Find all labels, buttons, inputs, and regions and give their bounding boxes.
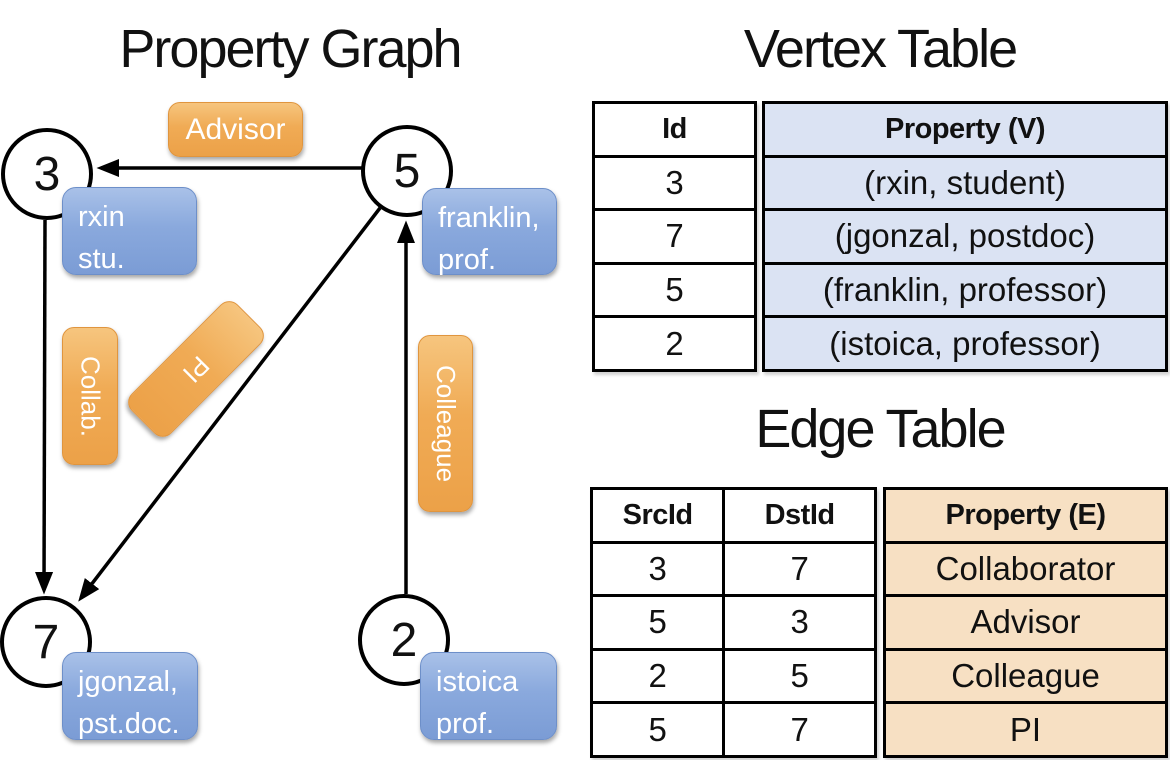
- edge-table-id-columns: SrcId DstId 3 7 5 3 2 5 5 7: [590, 487, 877, 758]
- vertex-prop-line: rxin: [78, 201, 125, 233]
- edge-label-colleague: Colleague: [418, 335, 473, 512]
- edge-table-property-column: Property (E) Collaborator Advisor Collea…: [883, 487, 1168, 758]
- table-row: Collaborator: [886, 540, 1165, 595]
- edge-label-advisor: Advisor: [168, 102, 303, 157]
- graph-node-5: 5: [361, 125, 453, 217]
- srcid-cell: 2: [648, 657, 667, 695]
- dstid-cell: 3: [722, 597, 874, 648]
- vertex-prop-box-franklin: franklin, prof.: [422, 188, 557, 276]
- vertex-prop-box-rxin: rxin stu.: [62, 187, 197, 275]
- srcid-cell: 3: [648, 549, 667, 587]
- vertex-prop-box-jgonzal: jgonzal, pst.doc.: [62, 652, 198, 740]
- vertex-prop-line: prof.: [438, 244, 497, 277]
- vertex-table-property-column: Property (V) (rxin, student) (jgonzal, p…: [762, 101, 1168, 372]
- dstid-cell: 7: [722, 704, 874, 755]
- dstid-cell: 7: [722, 543, 874, 595]
- vertex-prop-line: istoica: [436, 666, 519, 698]
- node-id-label: 2: [390, 613, 418, 667]
- edge-table-dstid-header: DstId: [722, 490, 874, 541]
- edge-label-collab: Collab.: [62, 327, 118, 465]
- table-row: PI: [886, 701, 1165, 755]
- vertex-table-title: Vertex Table: [743, 19, 1018, 79]
- srcid-cell: 5: [648, 603, 667, 641]
- table-row: (franklin, professor): [765, 261, 1165, 316]
- vertex-prop-line: franklin,: [438, 202, 540, 234]
- graph-edges: [34, 158, 416, 602]
- table-row: 5: [595, 261, 754, 316]
- vertex-prop-line: stu.: [78, 243, 125, 276]
- table-row: 3 7: [593, 540, 874, 595]
- edge-table-title: Edge Table: [755, 399, 1006, 459]
- vertex-prop-box-istoica: istoica prof.: [420, 652, 557, 740]
- dstid-cell: 5: [722, 650, 874, 702]
- table-row: (rxin, student): [765, 154, 1165, 209]
- edge-table-header-row: SrcId DstId: [593, 490, 874, 541]
- table-row: 3: [595, 154, 754, 209]
- table-row: 2: [595, 315, 754, 369]
- edge-line-pi-5-to-7: [78, 206, 382, 602]
- vertex-prop-line: jgonzal,: [78, 666, 178, 698]
- table-row: 2 5: [593, 647, 874, 702]
- table-row: (istoica, professor): [765, 315, 1165, 369]
- edge-table-property-header: Property (E): [886, 490, 1165, 541]
- table-row: Colleague: [886, 647, 1165, 702]
- vertex-prop-line: prof.: [436, 708, 495, 741]
- vertex-prop-line: pst.doc.: [78, 708, 180, 741]
- node-id-label: 3: [33, 147, 61, 201]
- table-row: (jgonzal, postdoc): [765, 208, 1165, 262]
- table-row: Advisor: [886, 594, 1165, 648]
- table-row: 5 7: [593, 701, 874, 755]
- vertex-table-property-header: Property (V): [765, 104, 1165, 155]
- table-row: 5 3: [593, 594, 874, 648]
- vertex-table-id-header: Id: [662, 112, 687, 145]
- property-graph-title: Property Graph: [119, 19, 462, 79]
- srcid-cell: 5: [648, 710, 667, 748]
- graph-node-2: 2: [358, 594, 450, 686]
- node-id-label: 7: [32, 615, 60, 669]
- edge-table-srcid-header: SrcId: [622, 498, 694, 531]
- edge-line-collab-3-to-7: [34, 219, 54, 595]
- node-id-label: 5: [393, 144, 421, 198]
- vertex-table-id-column: Id 3 7 5 2: [592, 101, 757, 372]
- table-row: 7: [595, 208, 754, 262]
